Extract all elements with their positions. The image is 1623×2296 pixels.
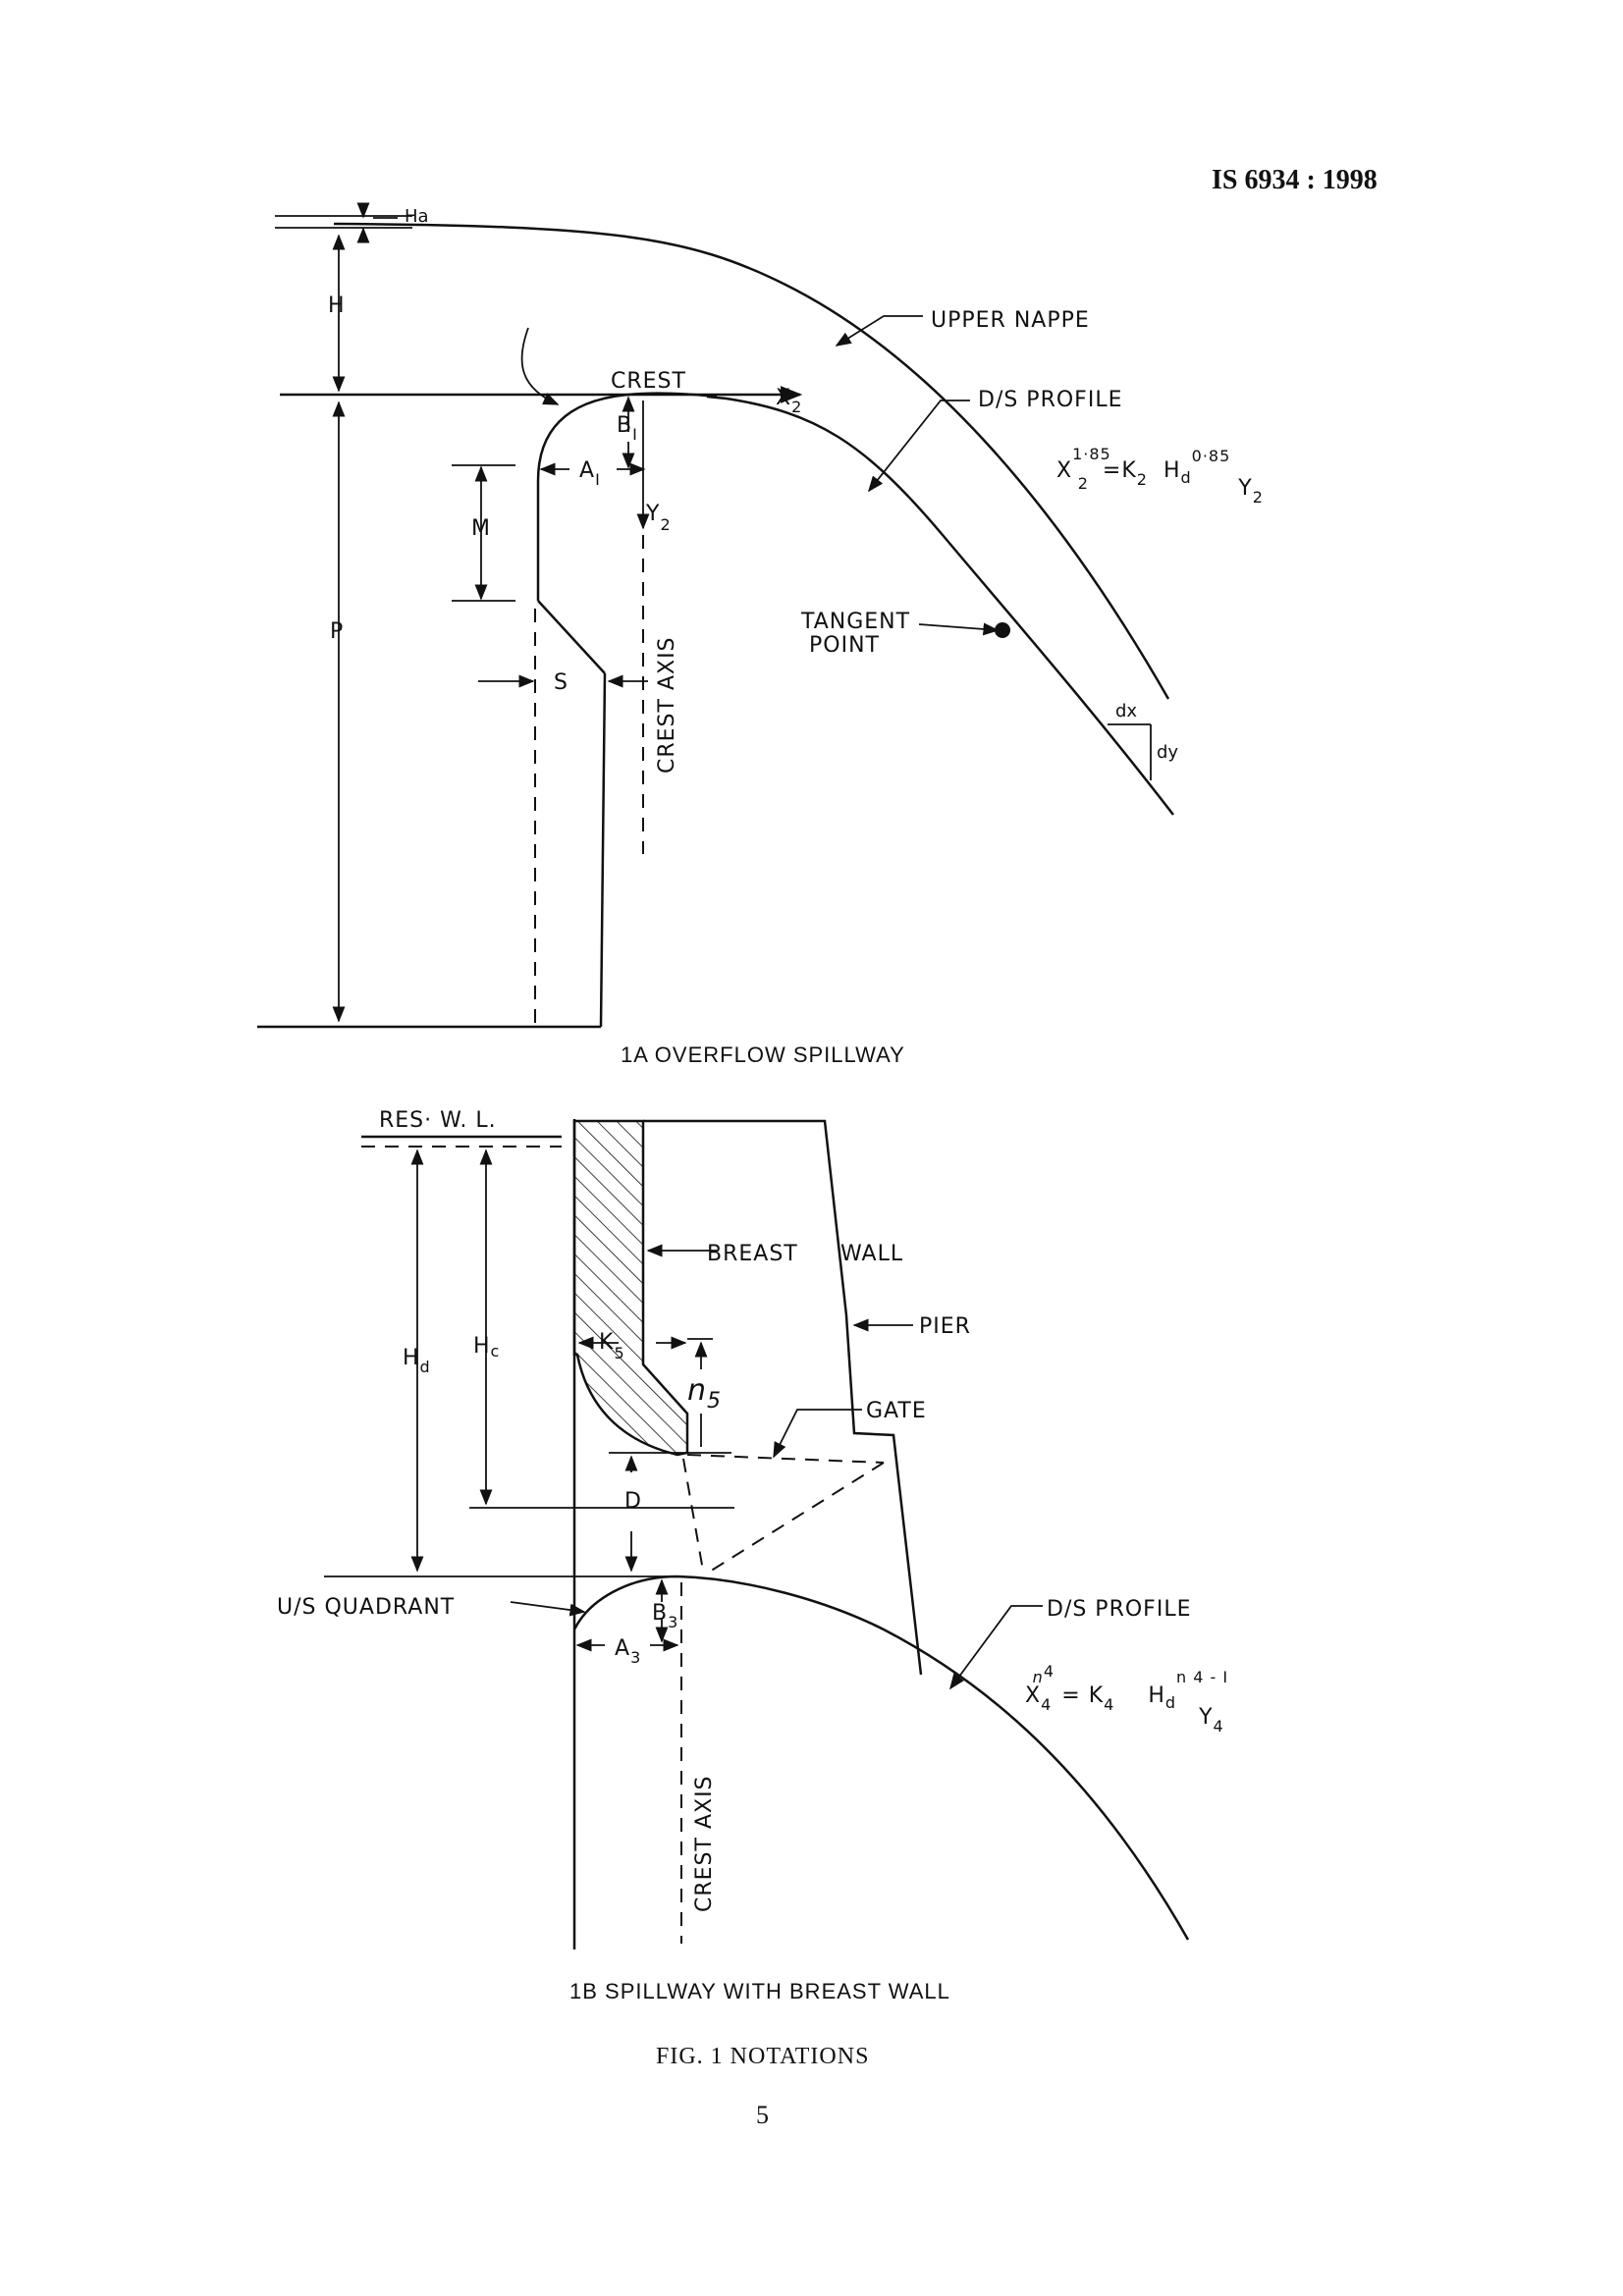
label-k5: K5 [599, 1330, 625, 1362]
label-b3: B3 [652, 1601, 678, 1631]
label-m: M [471, 516, 491, 541]
label-x2: X2 [776, 386, 802, 416]
label-crest-axis-1b: CREST AXIS [692, 1775, 717, 1912]
figure-caption: FIG. 1 NOTATIONS [656, 2044, 870, 2069]
gate-diagonal-dash [704, 1462, 885, 1575]
label-p: P [330, 619, 344, 644]
label-breast: BREAST [707, 1242, 798, 1266]
label-a1: AI [579, 458, 601, 489]
label-y2: Y2 [645, 502, 672, 534]
ds-profile-leader [867, 400, 970, 493]
label-dx: dx [1115, 701, 1137, 721]
caption-figure-1b: 1B SPILLWAY WITH BREAST WALL [569, 1979, 950, 2003]
us-face-curve [536, 392, 718, 601]
label-res-wl: RES· W. L. [379, 1108, 497, 1133]
label-tangent: TANGENT [800, 610, 910, 634]
label-wall: WALL [840, 1242, 903, 1266]
pier-outline [643, 1119, 923, 1676]
label-pier: PIER [919, 1314, 971, 1339]
us-quadrant-leader [510, 1601, 586, 1617]
us-lower-face [599, 672, 607, 1028]
label-b1: BI [617, 413, 638, 444]
label-crest: CREST [611, 369, 686, 394]
upper-nappe-curve [333, 222, 1170, 700]
label-s: S [554, 670, 568, 695]
standard-number: IS 6934 : 1998 [1212, 165, 1378, 195]
label-ha: Ha [405, 206, 429, 227]
gate-top-dash [686, 1454, 885, 1464]
label-hc: Hc [473, 1334, 500, 1361]
label-gate: GATE [866, 1399, 927, 1423]
label-upper-nappe: UPPER NAPPE [931, 308, 1090, 333]
figure-1b-spillway-breast-wall: RES· W. L. BREAST WALL PIER GATE Hd Hc K… [277, 1108, 1228, 1949]
us-offset-slope [537, 600, 606, 674]
us-quadarant-leader [520, 327, 560, 405]
crest-gap [706, 395, 728, 400]
ds-profile-leader-1b [949, 1605, 1043, 1690]
label-d: D [624, 1489, 642, 1514]
label-ds-profile-1a: D/S PROFILE [978, 388, 1122, 412]
tangent-point-leader [918, 622, 1000, 636]
label-point: POINT [809, 633, 880, 658]
label-ds-profile-1b: D/S PROFILE [1047, 1597, 1191, 1622]
ds-profile-curve [726, 397, 1174, 816]
page-number: 5 [756, 2101, 769, 2129]
tangent-point-dot [995, 622, 1010, 638]
label-hd: Hd [403, 1346, 431, 1376]
label-us-quadrant-1b: U/S QUADRANT [277, 1595, 455, 1620]
label-h: H [328, 294, 346, 318]
label-dy: dy [1157, 742, 1178, 763]
gate-vertical-dash [682, 1458, 704, 1572]
ds-profile-curve-1b [572, 1575, 1190, 1941]
caption-figure-1a: 1A OVERFLOW SPILLWAY [621, 1042, 905, 1067]
label-a3: A3 [615, 1636, 641, 1667]
label-n5: n5 [687, 1373, 722, 1414]
breast-wall-hatched [572, 1119, 689, 1457]
gate-leader [773, 1409, 862, 1459]
label-crest-axis-1a: CREST AXIS [655, 636, 679, 774]
figure-1a-overflow-spillway: Ha H CREST X2 BI AI Y2 M P S CREST AXIS … [257, 202, 1264, 1029]
upper-nappe-leader [835, 315, 923, 347]
